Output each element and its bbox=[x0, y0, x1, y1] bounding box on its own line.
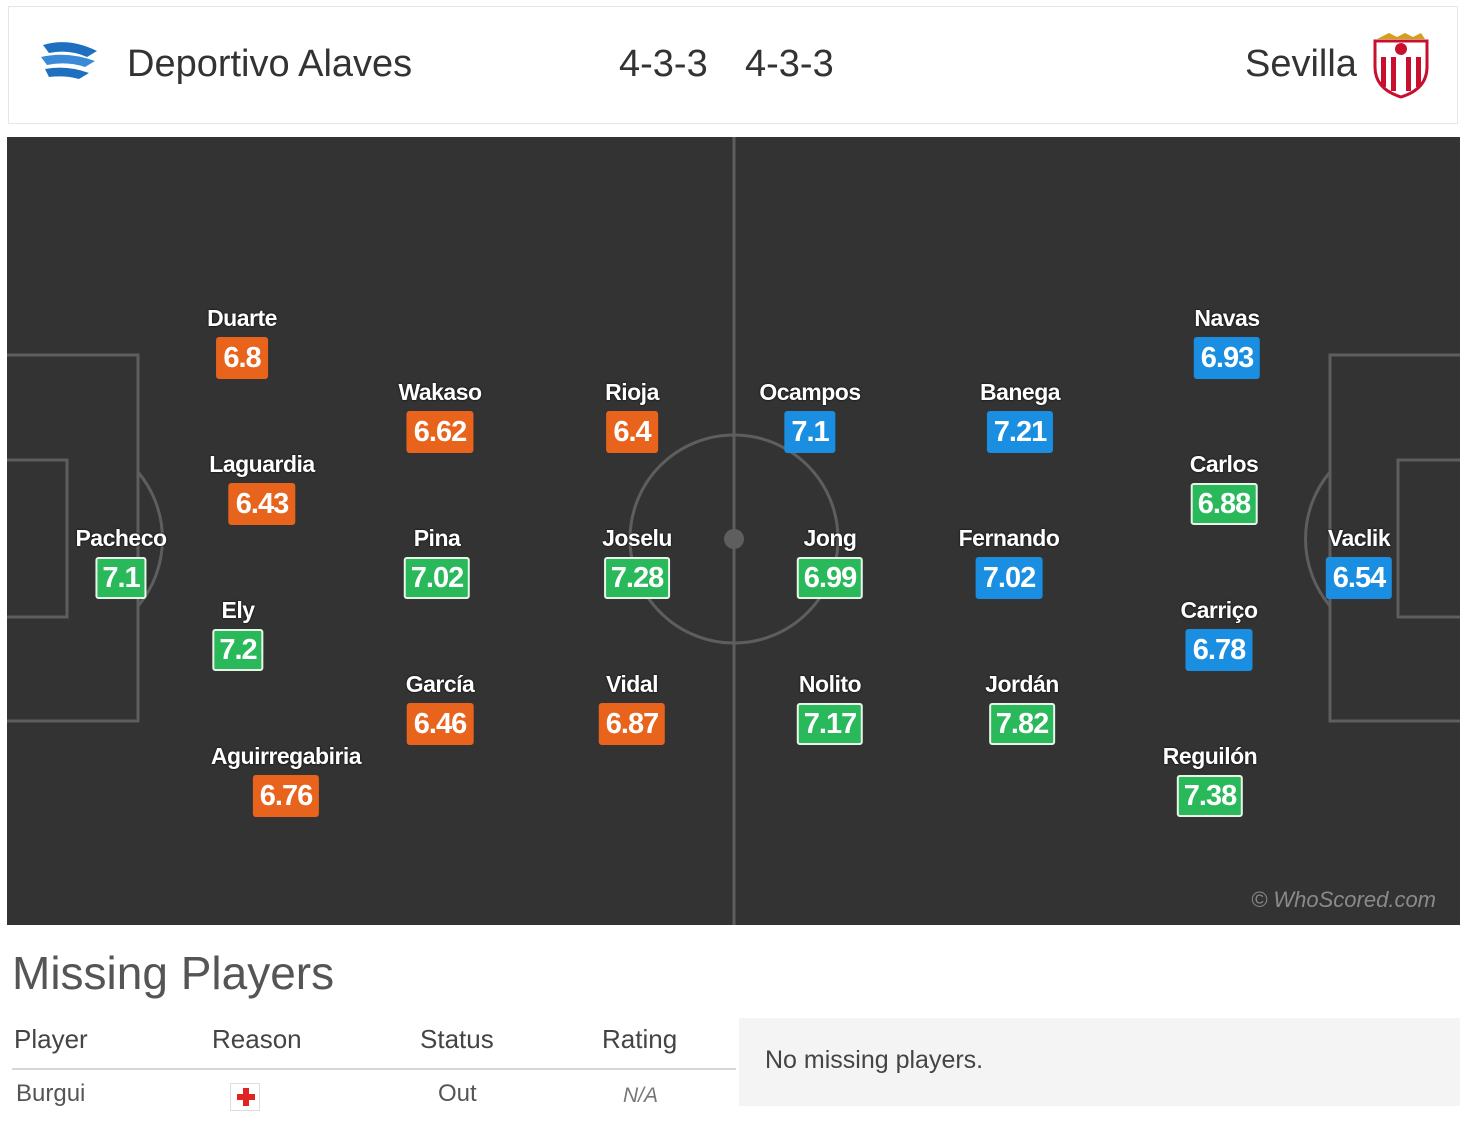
player-name: Pacheco bbox=[75, 525, 167, 551]
player-rating: 7.38 bbox=[1176, 775, 1244, 817]
player-name: Duarte bbox=[207, 305, 277, 331]
home-formation: 4-3-3 bbox=[619, 43, 708, 85]
missing-player-rating: N/A bbox=[623, 1084, 659, 1107]
player-rating: 7.1 bbox=[95, 557, 147, 599]
no-missing-players-text: No missing players. bbox=[765, 1046, 984, 1074]
player-garcia[interactable]: García 6.46 bbox=[406, 671, 475, 745]
player-name: Vaclik bbox=[1327, 525, 1391, 551]
player-rating: 6.4 bbox=[606, 411, 658, 453]
watermark: © WhoScored.com bbox=[1251, 887, 1436, 912]
player-name: Joselu bbox=[602, 525, 672, 551]
sevilla-crest-icon bbox=[1373, 33, 1429, 99]
player-name: Aguirregabiria bbox=[210, 743, 362, 769]
player-name: Rioja bbox=[605, 379, 659, 405]
player-laguardia[interactable]: Laguardia 6.43 bbox=[209, 451, 315, 525]
pitch-lines bbox=[7, 137, 1460, 925]
player-rating: 6.99 bbox=[796, 557, 864, 599]
player-rating: 7.28 bbox=[603, 557, 671, 599]
player-rating: 6.76 bbox=[252, 775, 320, 817]
player-name: Navas bbox=[1194, 305, 1260, 331]
pitch: Duarte 6.8 Wakaso 6.62 Rioja 6.4 Laguard… bbox=[7, 137, 1460, 925]
player-name: Ocampos bbox=[759, 379, 861, 405]
column-header-player[interactable]: Player bbox=[14, 1024, 88, 1054]
player-joselu[interactable]: Joselu 7.28 bbox=[602, 525, 672, 599]
player-name: Carlos bbox=[1189, 451, 1259, 477]
player-name: Jong bbox=[803, 525, 857, 551]
table-divider bbox=[12, 1068, 736, 1070]
player-wakaso[interactable]: Wakaso 6.62 bbox=[398, 379, 482, 453]
player-name: Carriço bbox=[1180, 597, 1258, 623]
player-name: Jordán bbox=[985, 671, 1059, 697]
player-rating: 6.46 bbox=[406, 703, 474, 745]
player-pacheco[interactable]: Pacheco 7.1 bbox=[75, 525, 167, 599]
player-banega[interactable]: Banega 7.21 bbox=[979, 379, 1061, 453]
player-rating: 7.21 bbox=[986, 411, 1054, 453]
player-name: Wakaso bbox=[398, 379, 482, 405]
player-rating: 6.43 bbox=[228, 483, 296, 525]
player-rating: 7.1 bbox=[784, 411, 836, 453]
column-header-status[interactable]: Status bbox=[420, 1024, 494, 1054]
missing-players-title: Missing Players bbox=[12, 947, 335, 999]
player-rating: 7.17 bbox=[796, 703, 864, 745]
match-header: Deportivo Alaves 4-3-3 4-3-3 Sevilla bbox=[8, 6, 1458, 124]
missing-player-name[interactable]: Burgui bbox=[16, 1080, 86, 1107]
player-rating: 7.2 bbox=[212, 629, 264, 671]
player-rating: 6.87 bbox=[598, 703, 666, 745]
column-header-rating[interactable]: Rating bbox=[602, 1024, 678, 1054]
player-name: Reguilón bbox=[1162, 743, 1258, 769]
player-reguilon[interactable]: Reguilón 7.38 bbox=[1162, 743, 1258, 817]
home-team-name[interactable]: Deportivo Alaves bbox=[127, 43, 413, 85]
player-carrico[interactable]: Carriço 6.78 bbox=[1180, 597, 1258, 671]
player-nolito[interactable]: Nolito 7.17 bbox=[796, 671, 864, 745]
player-pina[interactable]: Pina 7.02 bbox=[403, 525, 471, 599]
column-header-reason[interactable]: Reason bbox=[212, 1024, 302, 1054]
player-carlos[interactable]: Carlos 6.88 bbox=[1190, 451, 1259, 525]
player-rating: 6.93 bbox=[1193, 337, 1261, 379]
player-name: García bbox=[405, 671, 475, 697]
player-name: Laguardia bbox=[209, 451, 315, 477]
player-navas[interactable]: Navas 6.93 bbox=[1193, 305, 1261, 379]
injury-cross-icon bbox=[230, 1083, 260, 1111]
player-rating: 6.54 bbox=[1325, 557, 1393, 599]
alaves-crest-icon bbox=[41, 42, 97, 79]
player-rating: 7.82 bbox=[988, 703, 1056, 745]
away-formation: 4-3-3 bbox=[745, 43, 834, 85]
player-name: Vidal bbox=[605, 671, 659, 697]
away-missing-panel: No missing players. bbox=[739, 1018, 1460, 1106]
player-name: Ely bbox=[221, 597, 255, 623]
player-fernando[interactable]: Fernando 7.02 bbox=[959, 525, 1060, 599]
player-rating: 7.02 bbox=[975, 557, 1043, 599]
player-name: Nolito bbox=[798, 671, 862, 697]
player-jong[interactable]: Jong 6.99 bbox=[796, 525, 864, 599]
player-name: Fernando bbox=[958, 525, 1060, 551]
player-aguirregabiria[interactable]: Aguirregabiria 6.76 bbox=[210, 743, 362, 817]
player-rating: 6.78 bbox=[1185, 629, 1253, 671]
player-rating: 7.02 bbox=[403, 557, 471, 599]
player-rating: 6.88 bbox=[1190, 483, 1258, 525]
player-name: Pina bbox=[413, 525, 461, 551]
away-team-name[interactable]: Sevilla bbox=[1245, 43, 1357, 85]
player-rating: 6.62 bbox=[406, 411, 474, 453]
player-duarte[interactable]: Duarte 6.8 bbox=[207, 305, 277, 379]
player-vaclik[interactable]: Vaclik 6.54 bbox=[1325, 525, 1393, 599]
player-name: Banega bbox=[979, 379, 1061, 405]
player-jordan[interactable]: Jordán 7.82 bbox=[985, 671, 1059, 745]
player-rating: 6.8 bbox=[216, 337, 268, 379]
missing-player-status: Out bbox=[438, 1080, 477, 1107]
player-rioja[interactable]: Rioja 6.4 bbox=[605, 379, 659, 453]
player-vidal[interactable]: Vidal 6.87 bbox=[598, 671, 666, 745]
player-ocampos[interactable]: Ocampos 7.1 bbox=[759, 379, 861, 453]
player-ely[interactable]: Ely 7.2 bbox=[212, 597, 264, 671]
